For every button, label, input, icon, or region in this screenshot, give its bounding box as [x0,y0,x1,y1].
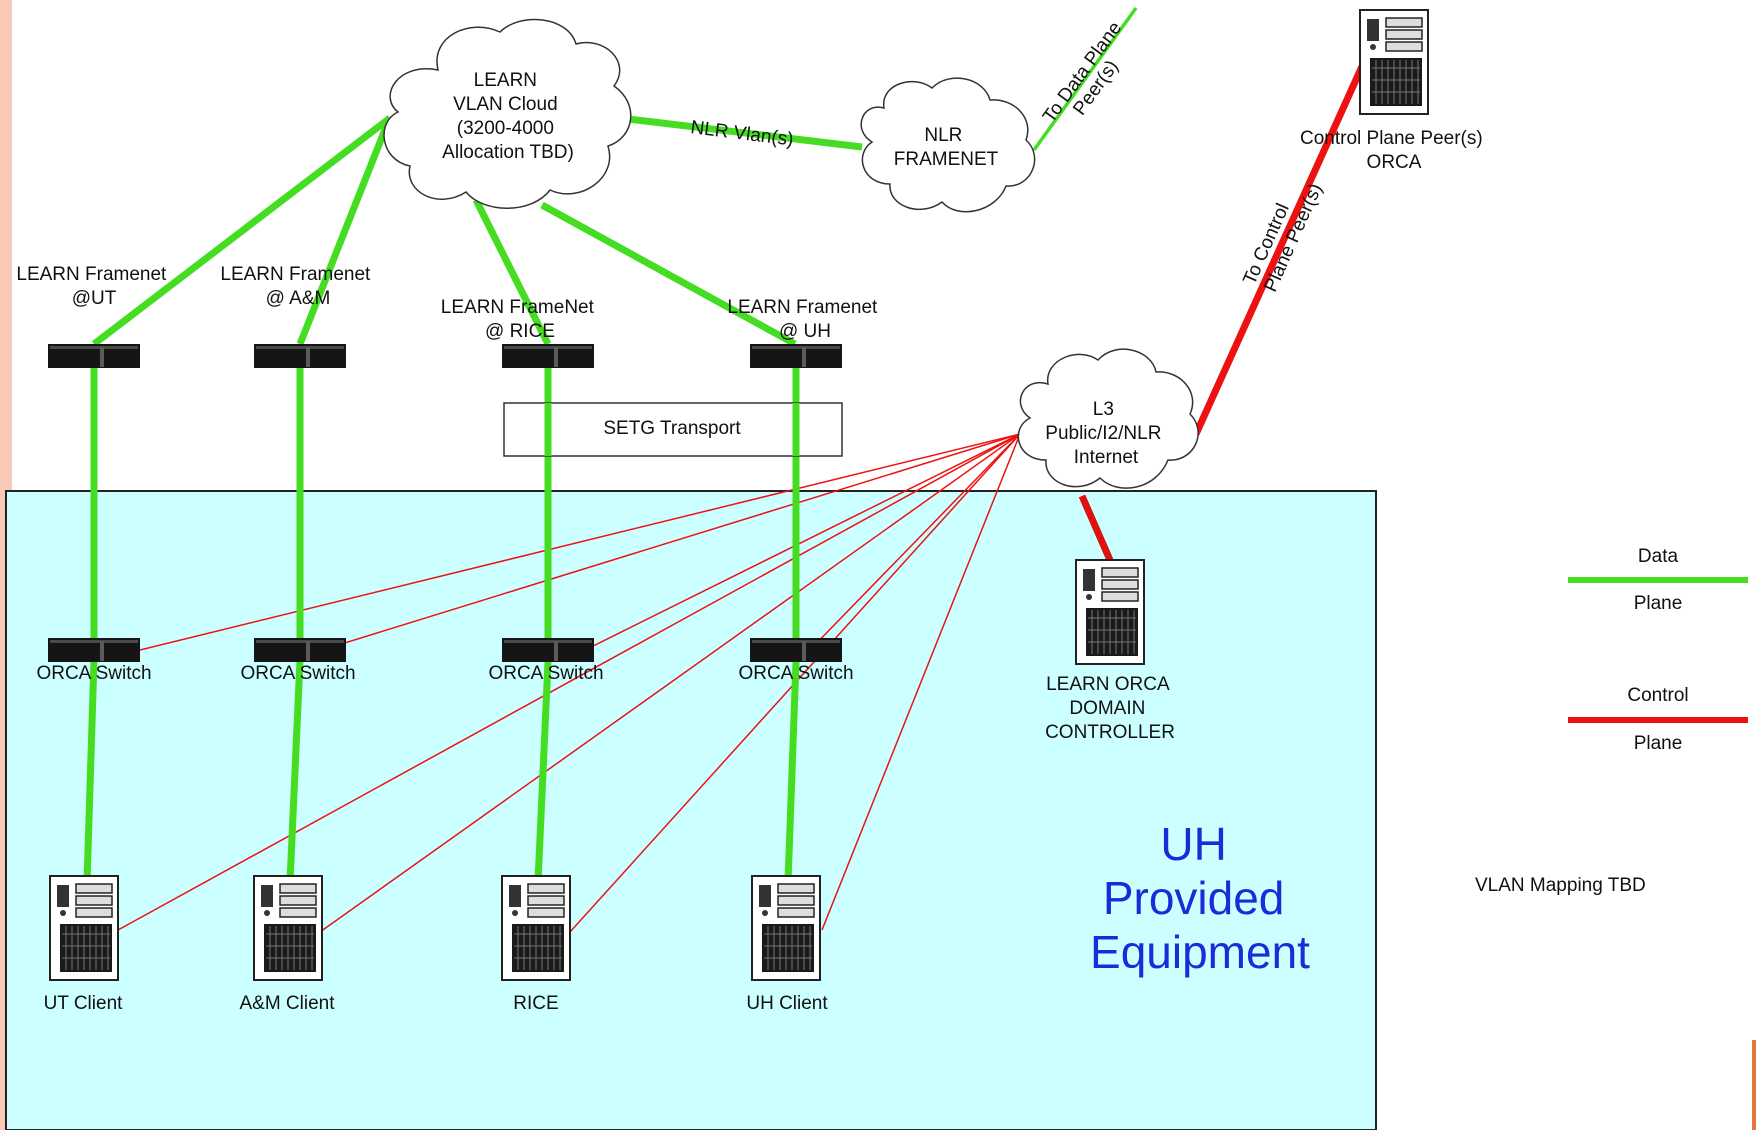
nlr-framenet-cloud: NLR FRAMENET [860,77,1036,213]
control-link-to-domain-controller [1078,494,1114,562]
vlan-mapping-note: VLAN Mapping TBD [1475,875,1646,896]
orca-switch-ut-label: ORCA Switch [36,663,151,684]
uh-provided-equipment-region [5,490,1377,1130]
svg-text:NLR FRAMENET: NLR FRAMENET [894,125,999,170]
am-client-server-icon [253,875,323,981]
framenet-ut-label: LEARN Framenet @UT [16,264,171,309]
framenet-am-label: LEARN Framenet @ A&M [220,264,375,309]
setg-transport-box: SETG Transport [503,402,843,457]
legend: Data Plane Control Plane [1568,546,1748,754]
framenet-ut-switch-icon [48,344,140,368]
nlr-vlans-label: NLR Vlan(s) [689,117,794,150]
uh-client-label: UH Client [746,993,828,1014]
right-edge-accent [1752,1040,1756,1130]
orca-switch-am-label: ORCA Switch [240,663,355,684]
control-uplink-to-peers [1192,60,1368,436]
legend-control-bottom: Plane [1634,733,1683,754]
domain-controller-label: LEARN ORCA DOMAIN CONTROLLER [1045,674,1175,743]
l3-internet-cloud: L3 Public/I2/NLR Internet [1017,348,1199,489]
data-plane-links [91,114,863,348]
orca-switch-rice-label: ORCA Switch [488,663,603,684]
framenet-rice-switch-icon [502,344,594,368]
legend-data-bottom: Plane [1634,593,1683,614]
ut-client-label: UT Client [44,993,124,1014]
svg-text:L3 Public/I2/NLR I: L3 Public/I2/NLR Internet [1045,399,1166,468]
control-plane-peer-label: Control Plane Peer(s) ORCA [1300,128,1488,173]
framenet-uh-switch-icon [750,344,842,368]
control-plane-links [117,433,1021,933]
orca-switch-rice-icon [502,638,594,662]
to-data-plane-link [1032,6,1138,152]
domain-controller-server-icon [1075,559,1145,665]
orca-switch-am-icon [254,638,346,662]
orca-switch-uh-icon [750,638,842,662]
framenet-am-switch-icon [254,344,346,368]
framenet-rice-label: LEARN FrameNet @ RICE [441,297,599,342]
rice-client-label: RICE [513,993,558,1014]
learn-vlan-cloud: LEARN VLAN Cloud (3200-4000 Allocation T… [383,18,632,209]
legend-control-top: Control [1627,685,1688,706]
framenet-uh-label: LEARN Framenet @ UH [727,297,882,342]
ut-client-server-icon [49,875,119,981]
control-plane-peer-server-icon [1359,9,1429,115]
legend-data-top: Data [1638,546,1679,567]
orca-switch-ut-icon [48,638,140,662]
orca-switch-uh-label: ORCA Switch [738,663,853,684]
to-data-plane-label: To Data Plane Peer(s) [1039,14,1145,139]
to-control-plane-label: To Control Plane Peer(s) [1239,172,1326,297]
uh-client-server-icon [751,875,821,981]
svg-text:LEARN VLAN Cloud (: LEARN VLAN Cloud (3200-4000 Allocation T… [442,70,574,163]
uh-region-label: UH Provided Equipment [1090,818,1310,978]
setg-transport-label: SETG Transport [603,418,741,439]
rice-server-icon [501,875,571,981]
am-client-label: A&M Client [239,993,335,1014]
